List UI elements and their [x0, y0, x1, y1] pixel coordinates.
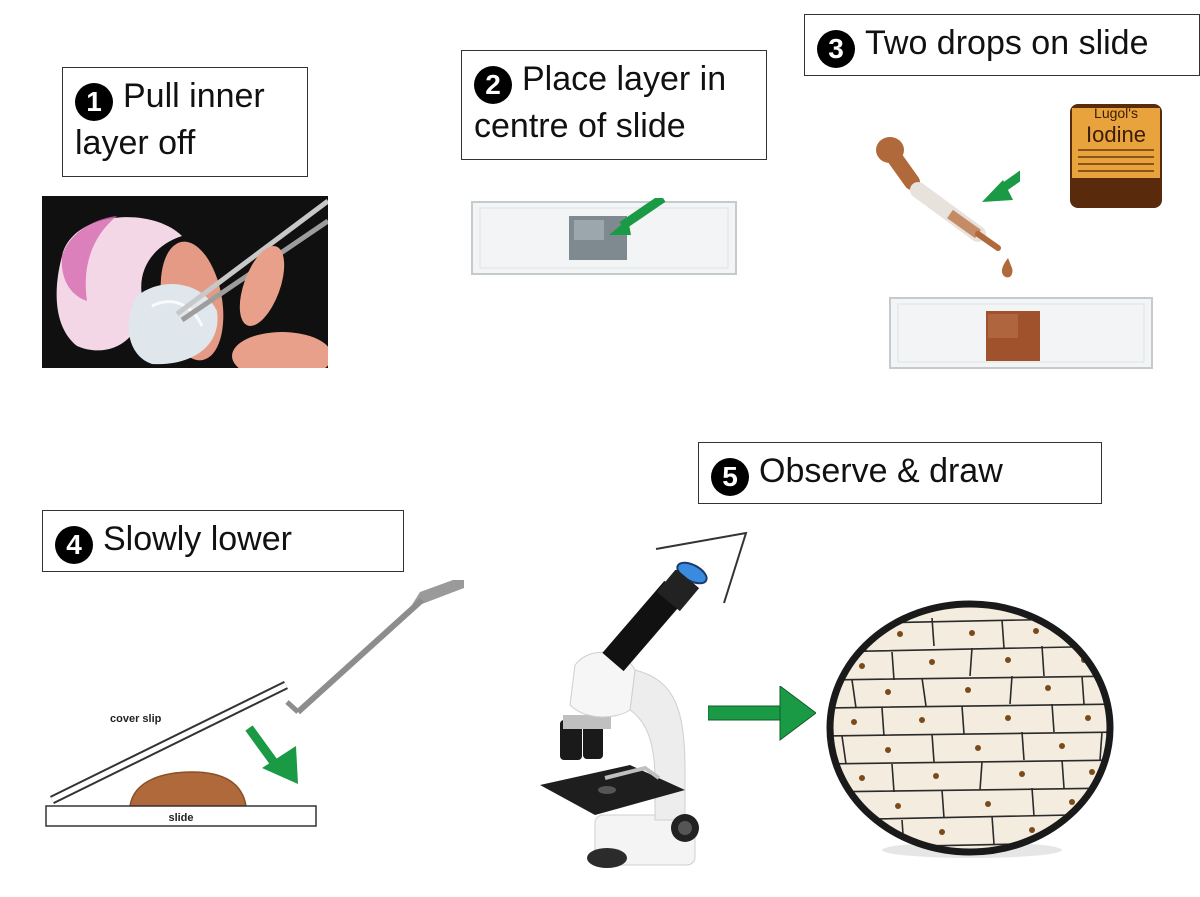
- step-3-box: 3 Two drops on slide: [804, 14, 1200, 76]
- step-1-text-line1: Pull inner: [123, 77, 265, 115]
- slide-with-layer: [471, 198, 737, 275]
- coverslip-diagram: cover slip slide: [45, 580, 464, 827]
- step-2-box: 2 Place layer in centre of slide: [461, 50, 767, 160]
- eye-icon: [655, 531, 748, 604]
- green-arrow: [997, 170, 1020, 194]
- step-3-text: Two drops on slide: [865, 24, 1149, 62]
- step-4-text: Slowly lower: [103, 520, 292, 558]
- step-3-number: 3: [817, 29, 855, 68]
- step-2-text-line2: centre of slide: [474, 106, 686, 145]
- stained-slide: [889, 297, 1153, 369]
- dropper: [876, 137, 1020, 278]
- onion-peeling-photo: [42, 196, 328, 368]
- step-1-text-line2: layer off: [75, 123, 196, 162]
- green-arrow: [619, 198, 666, 230]
- bottle-label-top: Lugol's: [1094, 105, 1138, 121]
- iodine-drop: [1001, 258, 1013, 278]
- step-4-box: 4 Slowly lower: [42, 510, 404, 572]
- step-5-number: 5: [711, 457, 749, 496]
- cover-slip-label: cover slip: [110, 713, 162, 725]
- step-5-text: Observe & draw: [759, 452, 1003, 490]
- step-4-number: 4: [55, 525, 93, 564]
- bottle-label-main: Iodine: [1086, 122, 1146, 147]
- microscope: [540, 570, 700, 868]
- iodine-bottle: Lugol's Iodine: [1070, 104, 1162, 208]
- green-arrow-to-view: [708, 686, 816, 741]
- onion-cells-view: [826, 600, 1114, 858]
- step-2-number: 2: [474, 65, 512, 104]
- step-2-text-line1: Place layer in: [522, 60, 727, 98]
- step-1-number: 1: [75, 82, 113, 121]
- slide-label: slide: [168, 812, 193, 824]
- step-1-box: 1 Pull inner layer off: [62, 67, 308, 177]
- step-5-box: 5 Observe & draw: [698, 442, 1102, 504]
- slide-rect: [45, 805, 317, 827]
- iodine-stain: [129, 771, 247, 807]
